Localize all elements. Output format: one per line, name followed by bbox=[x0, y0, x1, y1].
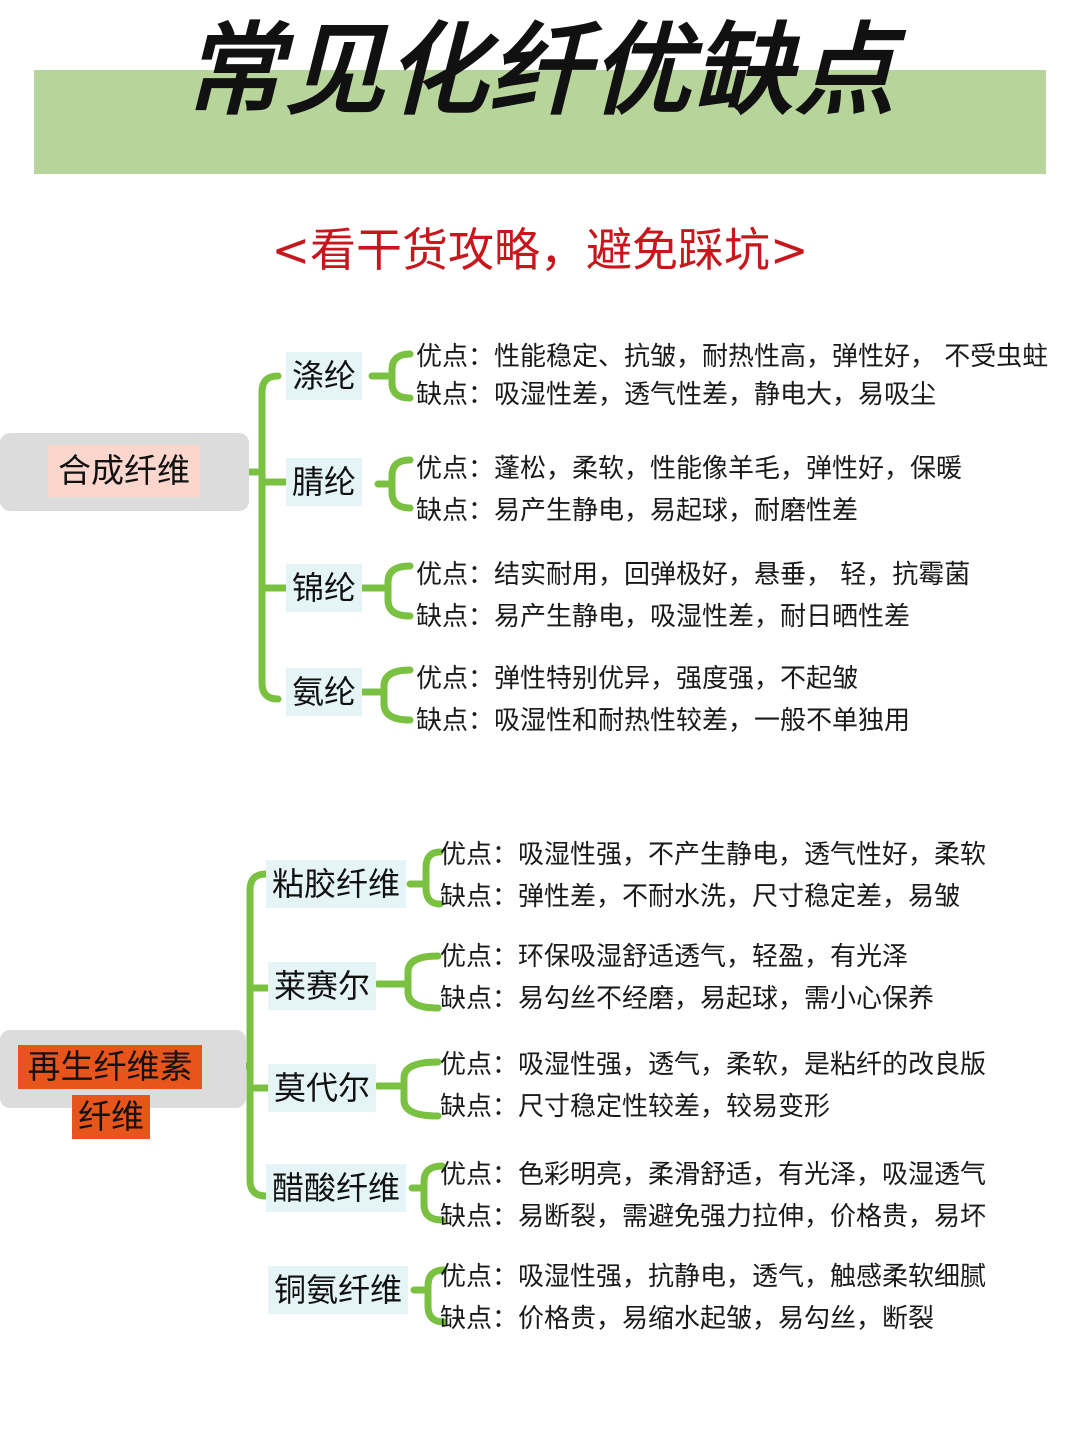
bracket-nylon bbox=[356, 562, 414, 620]
fiber-node: 莫代尔 bbox=[268, 1064, 377, 1112]
fiber-node: 锦纶 bbox=[286, 564, 363, 612]
fiber-node: 醋酸纤维 bbox=[266, 1164, 407, 1212]
group-regenerated-label-line2: 纤维 bbox=[72, 1095, 150, 1139]
page-subtitle: <看干货攻略，避免踩坑> bbox=[271, 223, 809, 277]
fiber-node: 氨纶 bbox=[286, 668, 363, 716]
bracket-acrylic bbox=[374, 456, 414, 512]
fiber-pros: 优点：吸湿性强，不产生静电，透气性好，柔软 bbox=[440, 840, 987, 870]
fiber-cons: 缺点：吸湿性和耐热性较差，一般不单独用 bbox=[416, 706, 911, 736]
fiber-pros: 优点：色彩明亮，柔滑舒适，有光泽，吸湿透气 bbox=[440, 1160, 987, 1190]
bracket-cupro bbox=[410, 1266, 448, 1326]
fiber-pros: 优点：弹性特别优异，强度强，不起皱 bbox=[416, 664, 859, 694]
fiber-cons: 缺点：易产生静电，易起球，耐磨性差 bbox=[416, 496, 859, 526]
fiber-cons: 缺点：弹性差，不耐水洗，尺寸稳定差，易皱 bbox=[440, 882, 961, 912]
connector-trunk1 bbox=[258, 372, 282, 703]
fiber-node: 莱赛尔 bbox=[268, 962, 377, 1010]
fiber-pros: 优点：蓬松，柔软，性能像羊毛，弹性好，保暖 bbox=[416, 454, 963, 484]
fiber-pros: 优点：结实耐用，回弹极好，悬垂， 轻，抗霉菌 bbox=[416, 560, 971, 590]
connector-trunk2 bbox=[246, 870, 270, 1200]
fiber-pros: 优点：环保吸湿舒适透气，轻盈，有光泽 bbox=[440, 942, 909, 972]
fiber-node: 粘胶纤维 bbox=[266, 860, 407, 908]
page-title: 常见化纤优缺点 bbox=[183, 12, 897, 129]
fiber-cons: 缺点：尺寸稳定性较差，较易变形 bbox=[440, 1092, 831, 1122]
fiber-pros: 优点：吸湿性强，透气，柔软，是粘纤的改良版 bbox=[440, 1050, 987, 1080]
bracket-polyester bbox=[368, 350, 414, 402]
fiber-cons: 缺点：易断裂，需避免强力拉伸，价格贵，易坏 bbox=[440, 1202, 987, 1232]
bracket-spandex bbox=[358, 666, 414, 724]
fiber-node: 腈纶 bbox=[286, 458, 363, 506]
fiber-cons: 缺点：吸湿性差，透气性差，静电大，易吸尘 bbox=[416, 380, 937, 410]
bracket-acetate bbox=[408, 1162, 446, 1224]
fiber-pros: 优点：吸湿性强，抗静电，透气，触感柔软细腻 bbox=[440, 1262, 987, 1292]
group-synthetic-label: 合成纤维 bbox=[48, 445, 200, 497]
group-synthetic: 合成纤维 bbox=[0, 433, 249, 511]
fiber-cons: 缺点：价格贵，易缩水起皱，易勾丝，断裂 bbox=[440, 1304, 935, 1334]
bracket-lyocell bbox=[374, 952, 442, 1012]
group-regenerated: 再生纤维素 纤维 bbox=[0, 1030, 246, 1139]
fiber-cons: 缺点：易勾丝不经磨，易起球，需小心保养 bbox=[440, 984, 935, 1014]
bracket-modal bbox=[374, 1058, 442, 1120]
fiber-cons: 缺点：易产生静电，吸湿性差，耐日晒性差 bbox=[416, 602, 911, 632]
fiber-node: 涤纶 bbox=[286, 352, 363, 400]
fiber-pros: 优点：性能稳定、抗皱，耐热性高，弹性好， 不受虫蛀 bbox=[416, 342, 1049, 372]
bracket-viscose bbox=[406, 848, 444, 908]
fiber-node: 铜氨纤维 bbox=[268, 1266, 409, 1314]
title-band bbox=[34, 70, 1046, 174]
group-regenerated-label-line1: 再生纤维素 bbox=[18, 1045, 202, 1089]
